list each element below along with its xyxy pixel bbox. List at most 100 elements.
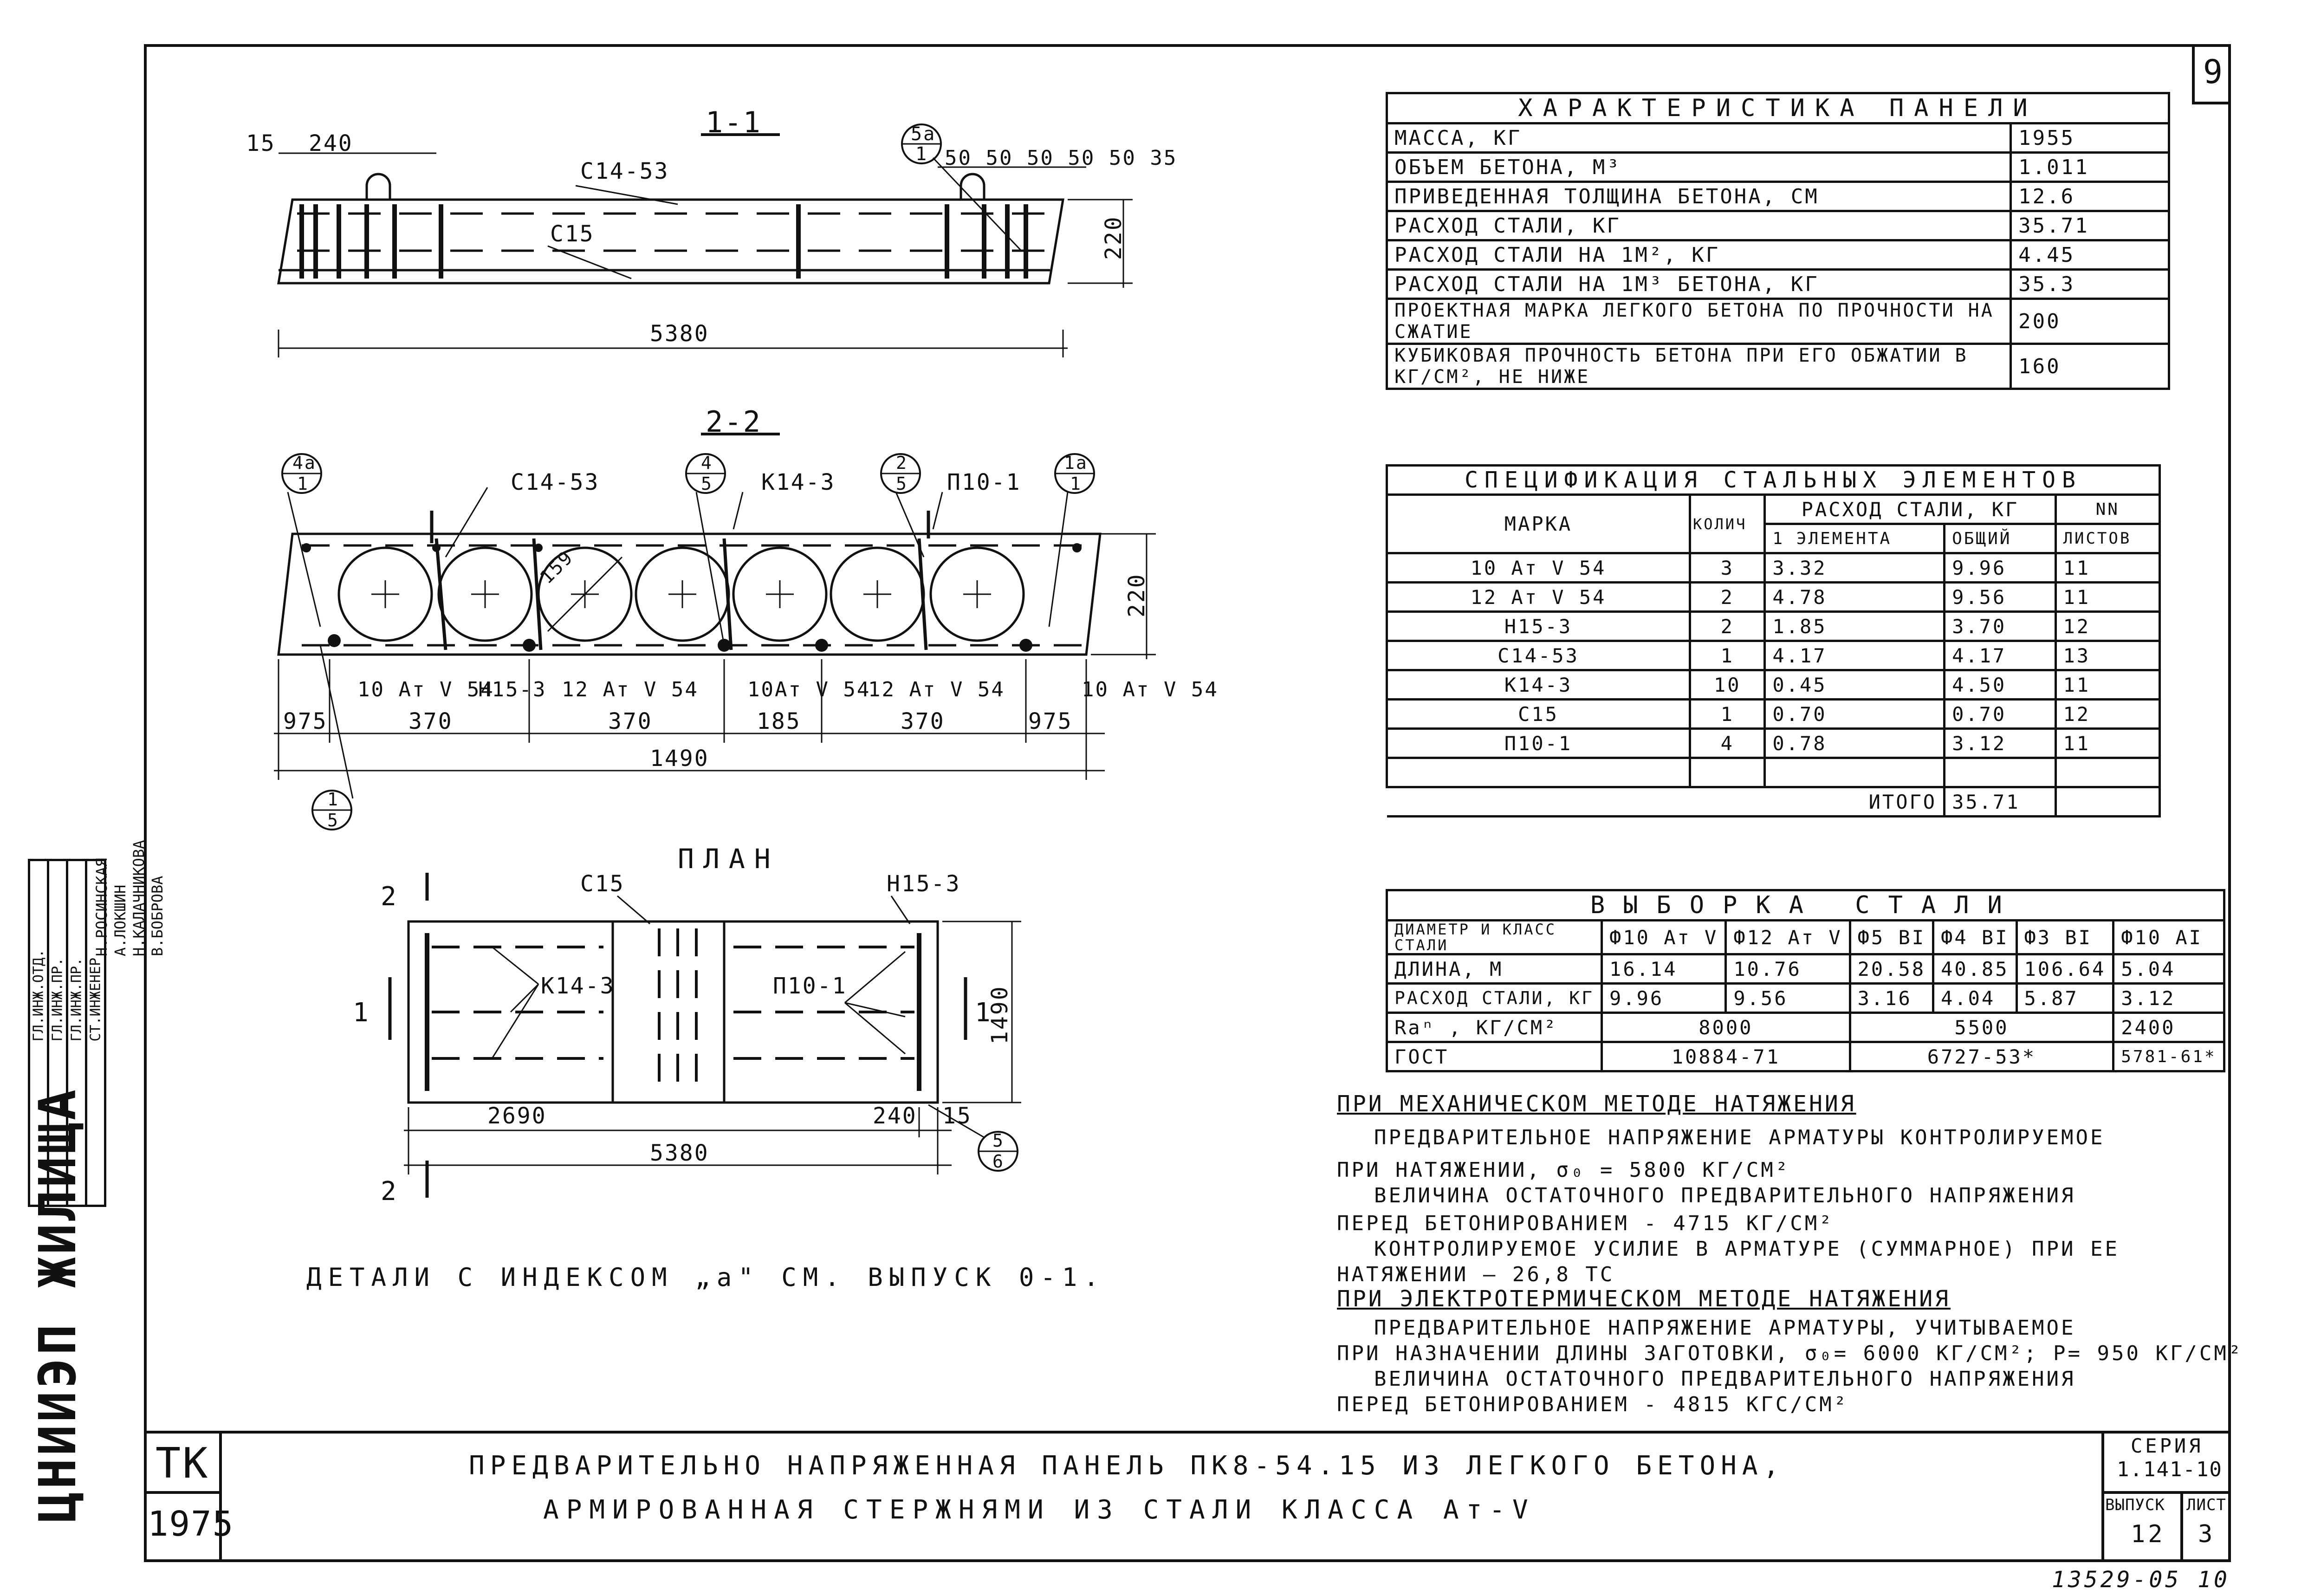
char-value: 160	[2010, 343, 2170, 390]
selection-col-header: ДИАМЕТР И КЛАСС СТАЛИ	[1385, 919, 1603, 955]
sec22-c5-bottom: 5	[327, 810, 339, 830]
table-cell: 3.12	[1943, 727, 2057, 759]
characteristics-title: ХАРАКТЕРИСТИКА ПАНЕЛИ	[1386, 92, 2170, 124]
table-cell: С14-53	[1386, 640, 1691, 671]
table-cell: 12 Ат V 54	[1386, 581, 1691, 613]
table-cell: 0.70	[1943, 698, 2057, 730]
table-cell: 10 Ат V 54	[1386, 552, 1691, 584]
sec22-b6: 10 Ат V 54	[1082, 678, 1219, 701]
table-cell: 3.16	[1848, 982, 1935, 1014]
issue-label: ВЫПУСК	[2105, 1496, 2165, 1514]
sec22-d975b: 975	[1028, 708, 1073, 734]
table-cell: 4.78	[1763, 581, 1946, 613]
table-cell: 1	[1688, 698, 1766, 730]
table-cell: 8000	[1601, 1012, 1851, 1043]
steel-selection-table: ВЫБОРКА СТАЛИ ДИАМЕТР И КЛАСС СТАЛИ Ф10 …	[1385, 889, 2225, 1072]
plan-d1490: 1490	[987, 985, 1013, 1045]
sheet-value: 3	[2198, 1520, 2216, 1548]
table-cell: 2	[1688, 610, 1766, 642]
char-label: ПРИВЕДЕННАЯ ТОЛЩИНА БЕТОНА, СМ	[1385, 181, 2012, 212]
selection-col: Ф10 Ат V	[1601, 919, 1727, 955]
table-cell: П10-1	[1386, 727, 1691, 759]
table-cell: 4.17	[1763, 640, 1946, 671]
series-value: 1.141-10	[2117, 1458, 2223, 1481]
table-cell: Н15-3	[1386, 610, 1691, 642]
sec22-label-c1453: С14-53	[511, 469, 599, 495]
spec-col-nn: NN	[2054, 493, 2161, 525]
spec-title: СПЕЦИФИКАЦИЯ СТАЛЬНЫХ ЭЛЕМЕНТОВ	[1386, 464, 2161, 496]
sec11-d15: 15	[246, 130, 276, 156]
char-value: 35.3	[2010, 268, 2170, 300]
table-cell: 9.56	[1725, 982, 1851, 1014]
table-cell: ГОСТ	[1385, 1041, 1603, 1072]
spec-total-label: ИТОГО	[1387, 786, 1946, 817]
section-2-2	[274, 433, 1156, 830]
table-cell: 6727-53*	[1848, 1041, 2115, 1072]
role: ГЛ.ИНЖ.ПР.	[49, 957, 66, 1041]
spec-col-per: 1 ЭЛЕМЕНТА	[1763, 523, 1946, 554]
table-cell: 4.04	[1932, 982, 2018, 1014]
table-cell: К14-3	[1386, 669, 1691, 701]
sec22-c1-bottom: 1	[297, 474, 309, 494]
table-cell: 16.14	[1601, 953, 1727, 985]
notes-mech-line: ПЕРЕД БЕТОНИРОВАНИЕМ - 4715 КГ/СМ²	[1337, 1212, 1834, 1235]
sec22-c3-top: 2	[896, 453, 908, 473]
sec22-d370b: 370	[608, 708, 653, 734]
plan-label-k143: К14-3	[541, 973, 615, 999]
notes-mech-line: ПРЕДВАРИТЕЛЬНОЕ НАПРЯЖЕНИЕ АРМАТУРЫ КОНТ…	[1374, 1126, 2105, 1149]
sec22-diam: 159	[536, 546, 578, 588]
sec22-b1: 10 Ат V 54	[357, 678, 494, 701]
sec22-b2: Н15-3	[478, 678, 546, 701]
plan-label-n153: Н15-3	[887, 871, 961, 897]
sec11-callout-top: 5a	[911, 123, 936, 145]
plan-d2690: 2690	[487, 1103, 547, 1129]
signature-table: ГЛ.ИНЖ.ОТД. ГЛ.ИНЖ.ПР. ГЛ.ИНЖ.ПР. СТ.ИНЖ…	[28, 859, 106, 1207]
table-cell: С15	[1386, 698, 1691, 730]
table-cell: 3	[1688, 552, 1766, 584]
table-cell: 20.58	[1848, 953, 1935, 985]
sec22-title: 2-2	[706, 405, 762, 439]
selection-col: Ф12 Ат V	[1725, 919, 1851, 955]
table-cell: 9.96	[1943, 552, 2057, 584]
notes-elec-line: ВЕЛИЧИНА ОСТАТОЧНОГО ПРЕДВАРИТЕЛЬНОГО НА…	[1374, 1367, 2076, 1391]
table-cell: 2400	[2112, 1012, 2225, 1043]
table-cell: 5.87	[2015, 982, 2115, 1014]
table-cell: 40.85	[1932, 953, 2018, 985]
char-value: 4.45	[2010, 239, 2170, 271]
notes-mech-title: ПРИ МЕХАНИЧЕСКОМ МЕТОДЕ НАТЯЖЕНИЯ	[1337, 1091, 1856, 1117]
table-cell: 4.50	[1943, 669, 2057, 701]
sec22-d185: 185	[757, 708, 801, 734]
table-cell: 4	[1688, 727, 1766, 759]
table-cell: 12	[2054, 698, 2161, 730]
table-cell: 11	[2054, 669, 2161, 701]
sec22-b4: 10Ат V 54	[747, 678, 870, 701]
series-label: СЕРИЯ	[2131, 1434, 2204, 1457]
table-cell: 5781-61*	[2112, 1041, 2225, 1072]
name-2: А.ЛОКШИН	[111, 884, 129, 956]
sec11-callout-bottom: 1	[915, 143, 928, 165]
selection-col: Ф10 АI	[2112, 919, 2225, 955]
table-cell	[1386, 757, 1691, 788]
sec22-c3-bottom: 5	[896, 474, 908, 494]
title-year: 1975	[148, 1504, 234, 1544]
table-cell: 1	[1688, 640, 1766, 671]
title-line2: АРМИРОВАННАЯ СТЕРЖНЯМИ ИЗ СТАЛИ КЛАССА А…	[543, 1495, 1536, 1525]
table-cell: 3.70	[1943, 610, 2057, 642]
plan-title: ПЛАН	[678, 843, 780, 875]
sec22-d370c: 370	[901, 708, 945, 734]
char-label: РАСХОД СТАЛИ, КГ	[1385, 210, 2012, 241]
char-label: КУБИКОВАЯ ПРОЧНОСТЬ БЕТОНА ПРИ ЕГО ОБЖАТ…	[1385, 343, 2012, 390]
spec-total-row: ИТОГО 35.71	[1387, 786, 2161, 817]
sec22-c2-bottom: 5	[701, 474, 713, 494]
table-cell: 1.85	[1763, 610, 1946, 642]
sec22-c1-top: 4a	[292, 453, 317, 473]
spec-col-steel: РАСХОД СТАЛИ, КГ	[1763, 493, 2057, 525]
table-cell: 11	[2054, 552, 2161, 584]
plan-cut-bottom: 2	[381, 1176, 398, 1207]
